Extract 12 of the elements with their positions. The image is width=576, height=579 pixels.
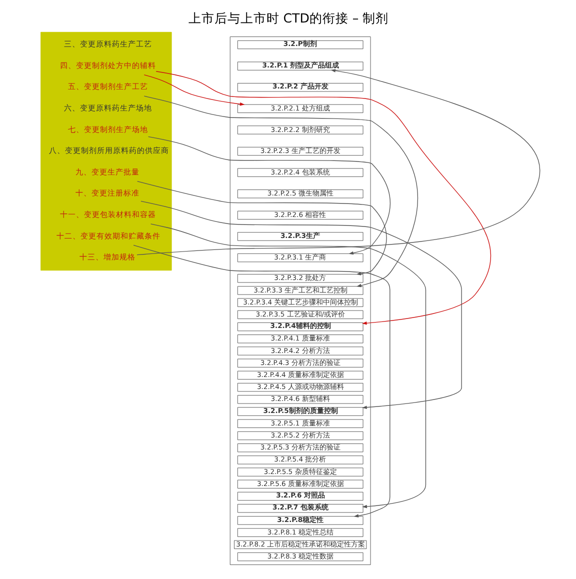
arrow xyxy=(132,244,390,518)
arrow xyxy=(143,96,418,288)
arrow xyxy=(136,180,386,276)
cluster xyxy=(229,36,370,565)
cluster xyxy=(40,32,172,271)
diagram-title: 上市后与上市时 CTD的衔接 – 制剂 xyxy=(188,10,388,26)
arrow xyxy=(148,136,390,255)
arrow xyxy=(143,74,244,106)
arrow xyxy=(150,224,426,508)
arrow xyxy=(136,69,540,256)
arrow xyxy=(140,200,462,410)
arrow xyxy=(155,71,491,325)
